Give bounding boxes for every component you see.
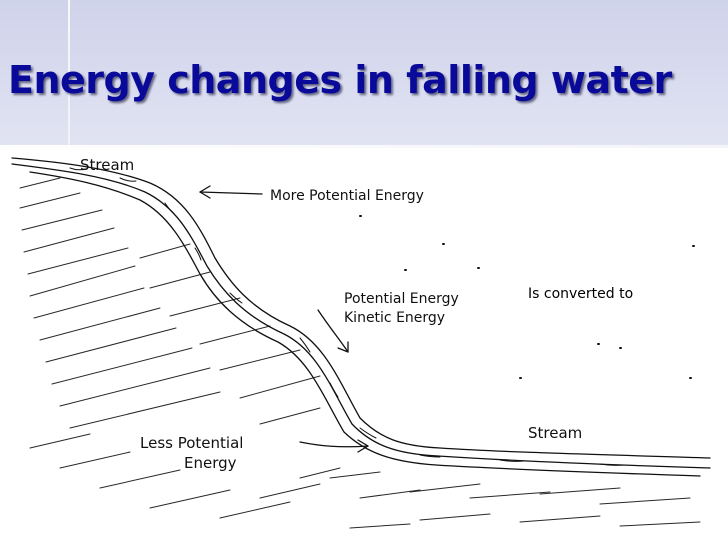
stream-bank-upper [11, 157, 711, 459]
header-decor-vertical-line [68, 0, 70, 148]
label-potential-energy: Potential Energy [344, 291, 459, 307]
label-kinetic-energy: Kinetic Energy [344, 310, 445, 326]
stream-bank-middle [11, 163, 711, 469]
falling-water-diagram: Stream More Potential Energy Potential E… [11, 156, 711, 529]
stream-bank-lower [29, 171, 701, 477]
label-less-potential: Less Potential [140, 434, 243, 452]
arrow-pe-to-ke [317, 309, 349, 353]
label-stream-top: Stream [80, 156, 134, 174]
slide-title: Energy changes in falling water [8, 58, 672, 102]
header-decor-horizontal-line [0, 145, 728, 148]
label-less-potential-energy: Energy [184, 454, 237, 472]
slide-header: Energy changes in falling water [0, 0, 728, 148]
hillside-hatching [19, 177, 701, 529]
arrow-more-pe [199, 191, 263, 195]
arrow-less-pe [299, 441, 369, 448]
label-stream-bottom: Stream [528, 424, 582, 442]
label-is-converted-to: Is converted to [528, 286, 634, 302]
label-more-potential-energy: More Potential Energy [270, 188, 424, 204]
